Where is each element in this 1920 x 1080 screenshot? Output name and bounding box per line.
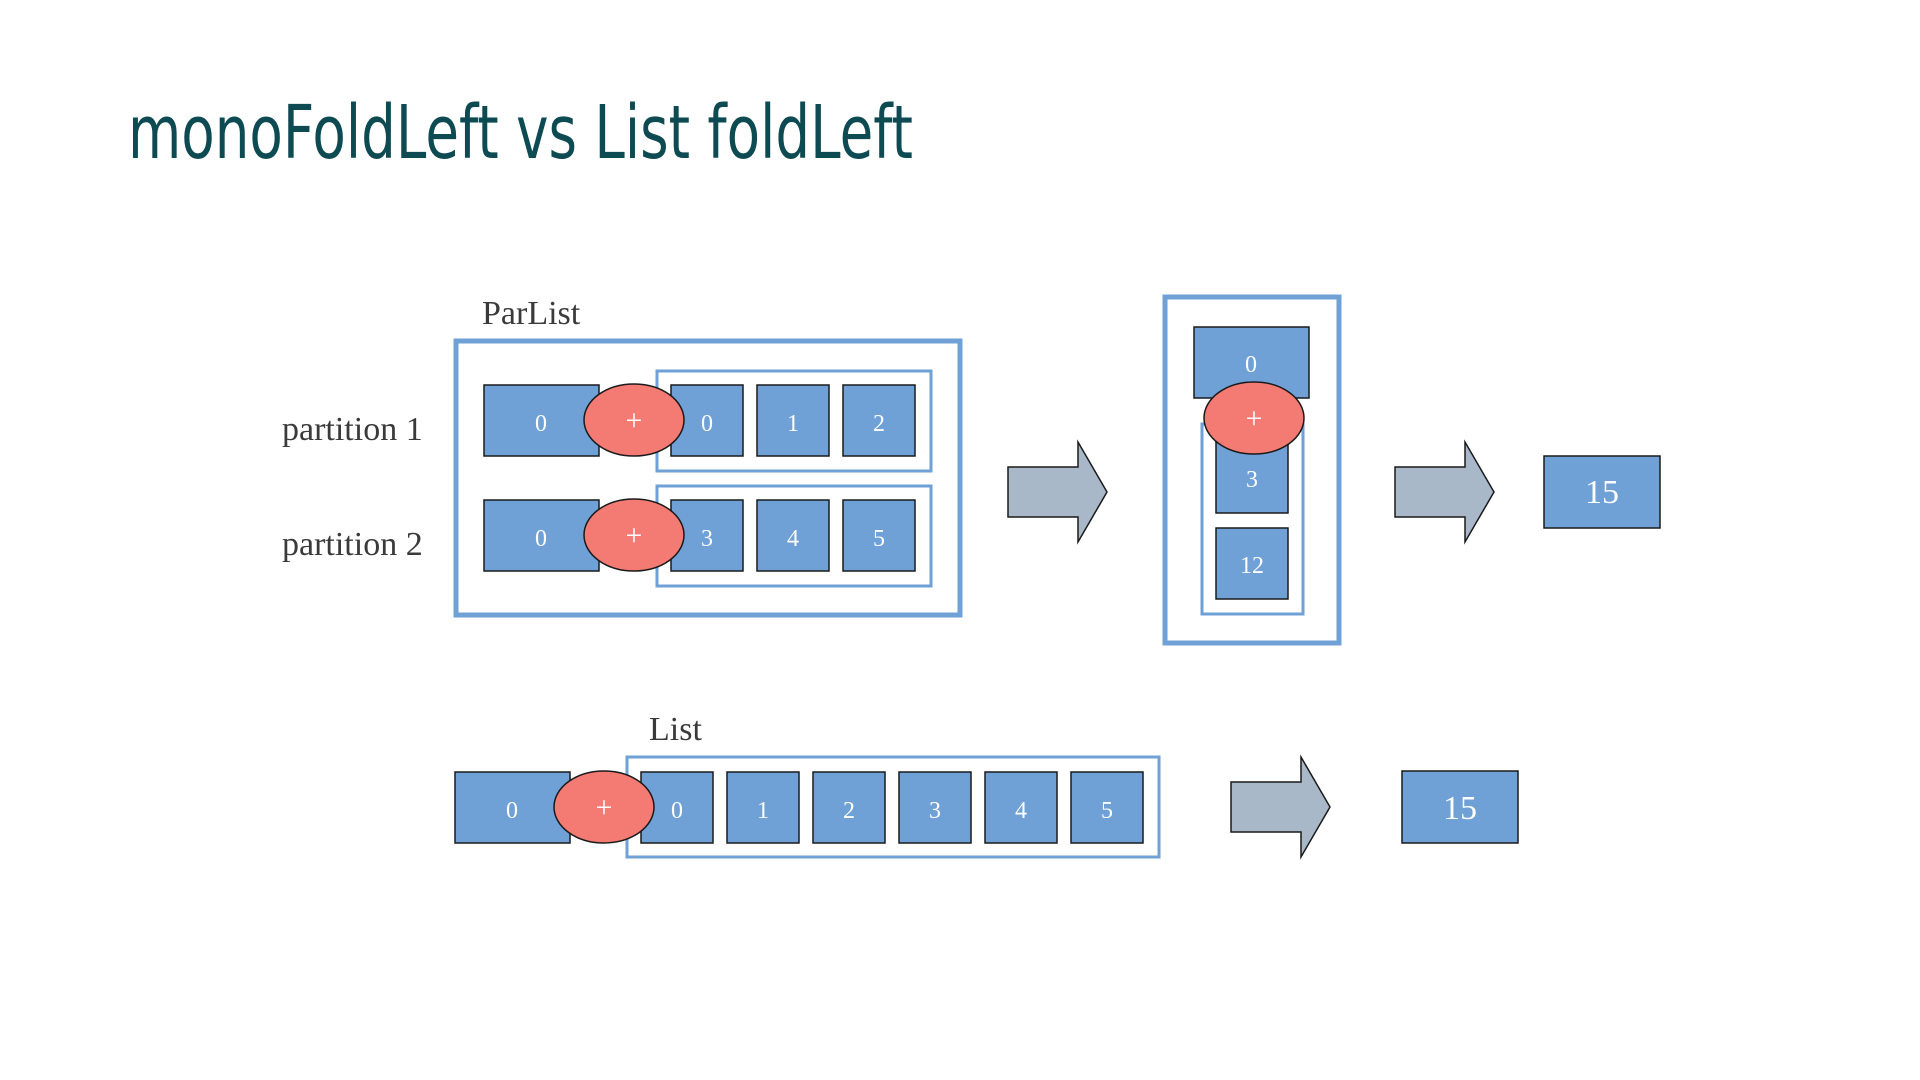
parlist-result-value: 15 — [1585, 474, 1619, 511]
partition-1-plus-operator: + — [583, 383, 685, 457]
list-value-5: 5 — [1101, 798, 1113, 824]
list-label: List — [649, 711, 702, 748]
list-cell: 4 — [984, 771, 1058, 844]
list-cell: 5 — [1070, 771, 1144, 844]
partition-1-cell: 2 — [842, 384, 916, 457]
partition-2-plus-label: + — [626, 519, 643, 552]
list-plus-operator: + — [553, 770, 655, 844]
list-result-cell: 15 — [1401, 770, 1519, 844]
partition-2-value-1: 4 — [787, 526, 799, 552]
partition-2-cell: 5 — [842, 499, 916, 572]
combine-frame — [1162, 294, 1342, 646]
list-zero-cell: 0 — [454, 771, 571, 844]
partition-1-zero-label: 0 — [535, 411, 547, 437]
parlist-frame — [453, 338, 963, 618]
partition-1-zero-cell: 0 — [483, 384, 600, 457]
partition-1-value-1: 1 — [787, 411, 799, 437]
right-arrow-icon — [1394, 439, 1495, 545]
list-value-0: 0 — [671, 798, 683, 824]
list-value-4: 4 — [1015, 798, 1027, 824]
combine-value-1: 12 — [1240, 553, 1264, 579]
right-arrow-icon — [1230, 754, 1331, 860]
combine-plus-label: + — [1246, 402, 1263, 435]
partition-2-plus-operator: + — [583, 498, 685, 572]
partition-1-plus-label: + — [626, 404, 643, 437]
parlist-result-cell: 15 — [1543, 455, 1661, 529]
list-value-2: 2 — [843, 798, 855, 824]
partition-1-cell: 1 — [756, 384, 830, 457]
combine-cell: 12 — [1215, 527, 1289, 600]
list-cell: 2 — [812, 771, 886, 844]
parlist-label: ParList — [482, 295, 581, 332]
partition-1-value-2: 2 — [873, 411, 885, 437]
combine-value-0: 3 — [1246, 467, 1258, 493]
list-value-3: 3 — [929, 798, 941, 824]
partition-2-value-2: 5 — [873, 526, 885, 552]
slide-title: monoFoldLeft vs List foldLeft — [128, 90, 913, 176]
partition-2-zero-cell: 0 — [483, 499, 600, 572]
partition-2-zero-label: 0 — [535, 526, 547, 552]
list-plus-label: + — [596, 791, 613, 824]
partition-1-value-0: 0 — [701, 411, 713, 437]
partition-2-cell: 4 — [756, 499, 830, 572]
combine-zero-label: 0 — [1245, 352, 1257, 378]
list-cell: 3 — [898, 771, 972, 844]
partition-2-label: partition 2 — [282, 526, 423, 563]
right-arrow-icon — [1007, 439, 1108, 545]
list-cell: 1 — [726, 771, 800, 844]
list-result-value: 15 — [1443, 790, 1477, 827]
list-value-1: 1 — [757, 798, 769, 824]
partition-1-label: partition 1 — [282, 411, 423, 448]
list-zero-label: 0 — [506, 798, 518, 824]
partition-2-value-0: 3 — [701, 526, 713, 552]
combine-plus-operator: + — [1203, 381, 1305, 455]
